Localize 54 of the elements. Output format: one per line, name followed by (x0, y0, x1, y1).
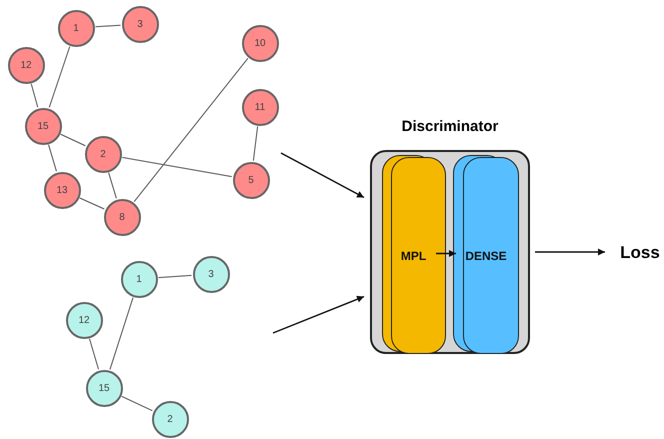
graph-node (242, 88, 278, 126)
node-number: 3 (137, 18, 143, 30)
node-number: 13 (56, 184, 68, 196)
graph-node (84, 136, 122, 172)
node-number: 8 (119, 212, 125, 222)
node-number: 2 (100, 148, 106, 160)
arrow (280, 152, 364, 198)
graph-node (192, 256, 230, 292)
graph-node (122, 6, 158, 42)
graph-node (24, 108, 62, 144)
dense-layer (463, 157, 519, 354)
node-number: 15 (98, 382, 110, 394)
node-number: 1 (73, 22, 79, 34)
graph-node (44, 172, 80, 208)
layer-label: MPL (400, 248, 426, 262)
graph-node (152, 400, 188, 438)
graph-edge (48, 46, 70, 108)
node-number: 10 (254, 38, 266, 48)
graph-node (66, 302, 102, 338)
graph-edge (252, 126, 258, 162)
node-number: 12 (78, 314, 90, 326)
graph-node (232, 162, 270, 198)
node-number: 12 (20, 60, 32, 70)
mpl-layer (391, 157, 446, 354)
graph-node (242, 24, 278, 62)
graph-edge (109, 297, 134, 370)
graph-node (58, 10, 94, 46)
arrow (535, 248, 605, 256)
node-number: 11 (254, 102, 266, 112)
graph-edge (158, 274, 192, 278)
arrow (436, 250, 456, 257)
graph-node (8, 46, 44, 84)
node-number: 3 (208, 268, 214, 280)
layer-label: DENSE (465, 248, 507, 262)
node-number: 1 (136, 274, 142, 284)
graph-node (86, 370, 122, 406)
graph-edge (122, 156, 232, 178)
node-number: 15 (37, 120, 49, 132)
graph-node (120, 260, 158, 298)
output-label: Loss (620, 243, 660, 263)
graph-edge (134, 58, 248, 202)
graph-edge (60, 134, 86, 146)
graph-edge (121, 396, 153, 412)
arrow (272, 296, 364, 334)
graph-edge (48, 144, 57, 172)
node-number: 5 (248, 174, 254, 186)
node-number: 2 (167, 414, 173, 424)
graph-node (104, 198, 140, 236)
graph-edge (108, 172, 117, 199)
graph-edge (30, 83, 38, 108)
graph-edge (89, 338, 99, 370)
graph-edge (79, 198, 105, 210)
box-title: Discriminator (400, 118, 500, 135)
graph-edge (94, 24, 122, 28)
